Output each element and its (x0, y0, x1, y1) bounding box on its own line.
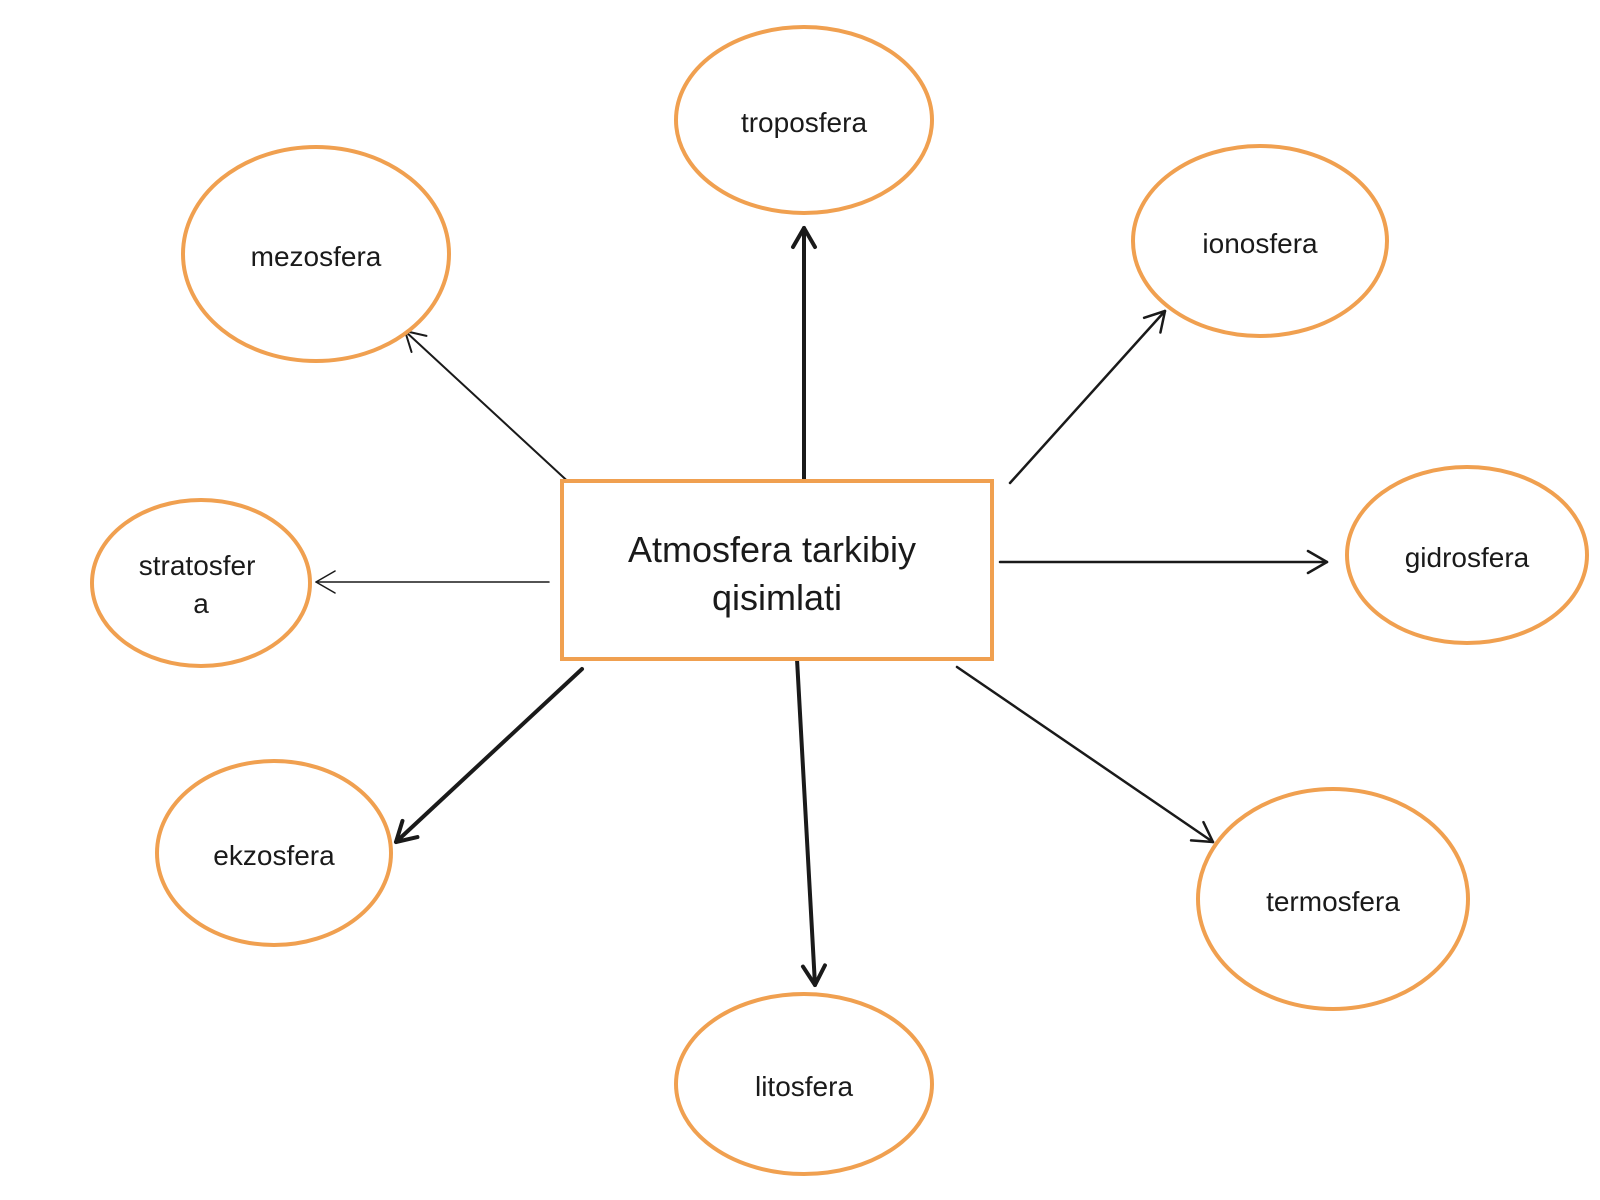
edge-termosfera-arrowhead (1189, 820, 1215, 844)
node-ekzosfera-ellipse (155, 759, 393, 947)
edge-litosfera (795, 657, 827, 987)
node-litosfera: litosfera (674, 992, 934, 1176)
edge-gidrosfera (998, 549, 1329, 575)
node-termosfera-label: termosfera (1266, 886, 1400, 917)
edges-layer (315, 226, 1329, 987)
edge-stratosfera-arrowhead (315, 570, 336, 594)
node-mezosfera-ellipse (181, 145, 451, 363)
node-gidrosfera-label: gidrosfera (1405, 542, 1530, 573)
edge-litosfera-line (795, 657, 817, 987)
center-node: Atmosfera tarkibiy qisimlati (560, 479, 994, 661)
node-troposfera-ellipse (674, 25, 934, 215)
node-stratosfera-ellipse (90, 498, 312, 668)
node-mezosfera: mezosfera (181, 145, 451, 363)
edge-litosfera-arrowhead (800, 963, 827, 987)
node-ionosfera-ellipse (1131, 144, 1389, 338)
edge-troposfera-arrowhead (791, 226, 817, 250)
center-title: Atmosfera tarkibiy qisimlati (628, 529, 926, 618)
center-title-line-2: qisimlati (712, 577, 842, 618)
node-ekzosfera: ekzosfera (155, 759, 393, 947)
center-title-line-1: Atmosfera tarkibiy (628, 529, 916, 570)
node-troposfera: troposfera (674, 25, 934, 215)
edge-ionosfera-arrowhead (1142, 309, 1167, 334)
node-ekzosfera-label: ekzosfera (213, 840, 335, 871)
edge-stratosfera (315, 570, 550, 594)
node-litosfera-ellipse (674, 992, 934, 1176)
edge-termosfera (955, 665, 1215, 844)
edge-ekzosfera-arrowhead (394, 818, 420, 844)
node-gidrosfera: gidrosfera (1345, 465, 1589, 645)
edge-mezosfera (404, 330, 576, 489)
node-troposfera-label: troposfera (741, 107, 867, 138)
edge-ekzosfera-line (394, 667, 584, 844)
node-termosfera-ellipse (1196, 787, 1470, 1011)
edge-mezosfera-line (404, 330, 576, 489)
node-stratosfera-label: stratosfer a (139, 550, 263, 619)
node-termosfera: termosfera (1196, 787, 1470, 1011)
edge-ionosfera (1008, 309, 1167, 485)
node-ionosfera: ionosfera (1131, 144, 1389, 338)
node-stratosfera: stratosfer a (90, 498, 312, 668)
center-box (560, 479, 994, 661)
node-ionosfera-label: ionosfera (1202, 228, 1318, 259)
edge-ekzosfera (394, 667, 584, 844)
edge-gidrosfera-arrowhead (1306, 549, 1329, 575)
node-gidrosfera-ellipse (1345, 465, 1589, 645)
node-mezosfera-label: mezosfera (251, 241, 382, 272)
node-litosfera-label: litosfera (755, 1071, 853, 1102)
edge-troposfera (791, 226, 817, 483)
edge-ionosfera-line (1008, 309, 1167, 485)
edge-termosfera-line (955, 665, 1215, 844)
